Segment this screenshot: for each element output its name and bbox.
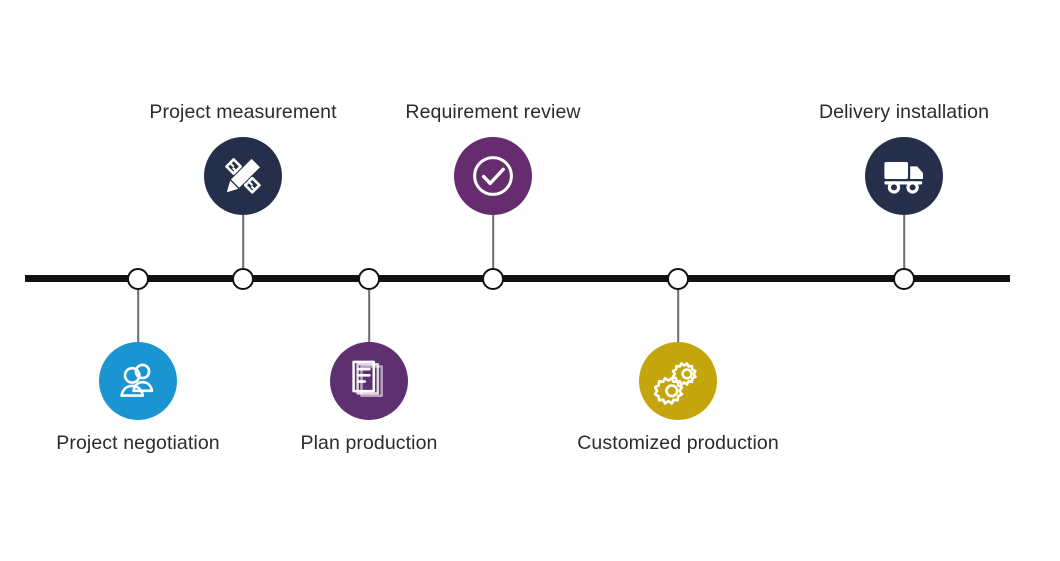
connector-stem-project-measurement — [242, 215, 244, 268]
connector-stem-plan-production — [368, 290, 370, 342]
step-icon-project-negotiation[interactable] — [99, 342, 177, 420]
timeline-marker-plan-production[interactable] — [358, 268, 380, 290]
step-icon-project-measurement[interactable] — [204, 137, 282, 215]
step-icon-plan-production[interactable] — [330, 342, 408, 420]
connector-stem-delivery-installation — [903, 215, 905, 268]
connector-stem-project-negotiation — [137, 290, 139, 342]
step-label-plan-production: Plan production — [300, 432, 438, 454]
step-label-customized-production: Customized production — [577, 432, 779, 454]
pencil-ruler-icon — [220, 153, 266, 199]
timeline-marker-delivery-installation[interactable] — [893, 268, 915, 290]
step-label-project-negotiation: Project negotiation — [56, 432, 220, 454]
connector-stem-customized-production — [677, 290, 679, 342]
timeline-marker-project-measurement[interactable] — [232, 268, 254, 290]
gears-icon — [654, 357, 702, 405]
connector-stem-requirement-review — [492, 215, 494, 268]
step-label-project-measurement: Project measurement — [149, 101, 337, 123]
step-label-requirement-review: Requirement review — [405, 101, 581, 123]
step-icon-delivery-installation[interactable] — [865, 137, 943, 215]
step-icon-requirement-review[interactable] — [454, 137, 532, 215]
timeline-marker-project-negotiation[interactable] — [127, 268, 149, 290]
timeline-marker-requirement-review[interactable] — [482, 268, 504, 290]
delivery-truck-icon — [880, 154, 928, 198]
timeline-axis — [25, 275, 1010, 282]
step-label-delivery-installation: Delivery installation — [818, 101, 990, 123]
people-group-icon — [115, 358, 161, 404]
step-icon-customized-production[interactable] — [639, 342, 717, 420]
documents-stack-icon — [347, 358, 391, 404]
timeline-marker-customized-production[interactable] — [667, 268, 689, 290]
check-circle-icon — [469, 152, 517, 200]
